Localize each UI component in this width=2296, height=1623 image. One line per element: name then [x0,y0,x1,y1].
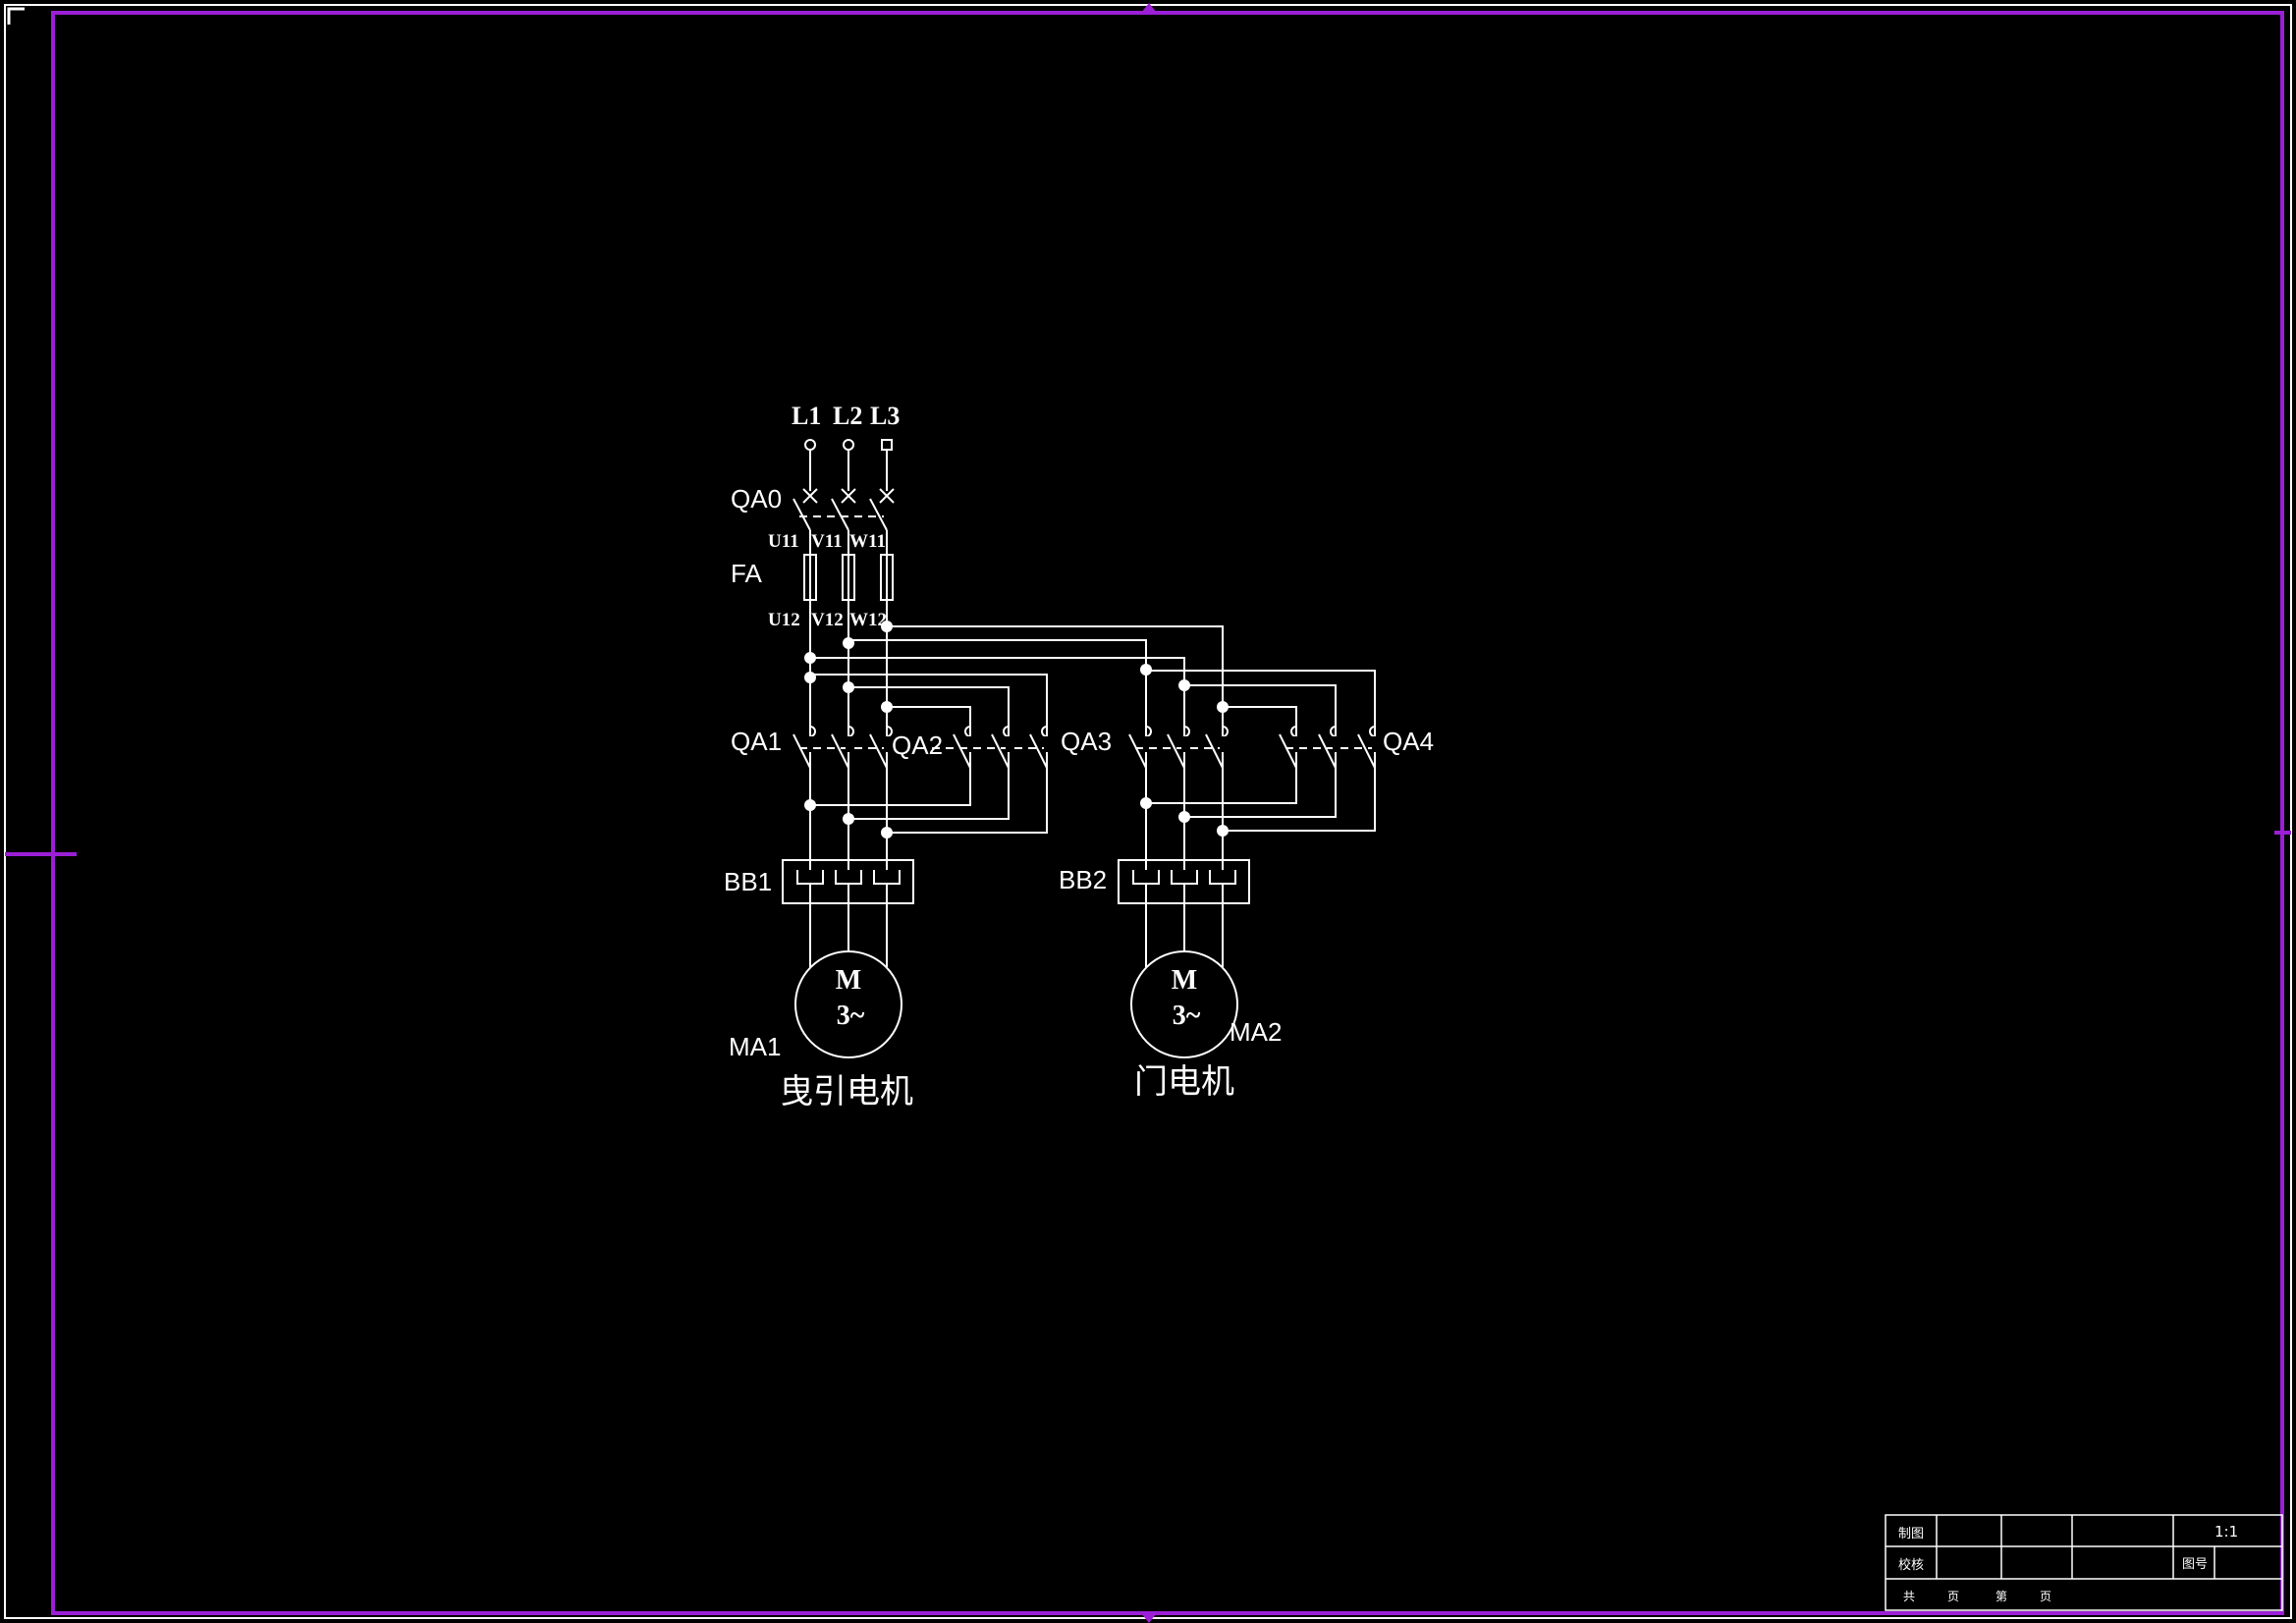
title-block [1885,1514,2283,1611]
main-breaker-qa0 [793,450,895,555]
terminal-label-l1: L1 [792,402,821,430]
title-block-drawn-by: 制图 [1898,1527,1924,1542]
title-block-drawing-no: 图号 [2182,1557,2208,1572]
terminal-w12: W12 [849,610,887,630]
label-ma1: MA1 [729,1032,781,1061]
terminal-label-l3: L3 [870,402,900,430]
caption-ma1: 曳引电机 [780,1073,913,1110]
terminal-u12: U12 [768,610,800,630]
label-bb2: BB2 [1059,865,1107,894]
label-qa2: QA2 [892,730,943,760]
overload-relay-bb2 [1118,859,1250,904]
caption-ma2: 门电机 [1134,1063,1234,1101]
title-block-index-unit: 页 [2040,1590,2051,1603]
fuse-fa [803,550,894,638]
motor-ma2-phase: 3~ [1173,1001,1201,1031]
title-block-index-prefix: 第 [1995,1590,2007,1603]
supply-terminals [804,439,893,451]
terminal-label-l2: L2 [833,402,862,430]
terminal-v12: V12 [811,610,844,630]
contact-gaps [807,736,1378,752]
label-ma2: MA2 [1230,1017,1282,1047]
label-bb1: BB1 [724,867,772,896]
title-block-total-prefix: 共 [1903,1590,1915,1603]
terminal-w11: W11 [849,531,886,552]
terminal-v11: V11 [811,531,843,552]
label-fa: FA [731,559,762,588]
sheet-border [4,3,2292,1623]
label-qa1: QA1 [731,727,782,756]
motor-ma1-phase: 3~ [837,1001,865,1031]
motor-ma2-symbol: M [1172,965,1197,996]
overload-relay-bb1 [782,859,914,904]
label-qa0: QA0 [731,484,782,514]
motor-ma1-symbol: M [836,965,861,996]
motor-leads [809,903,1224,967]
title-block-checked-by: 校核 [1898,1557,1924,1573]
motor-ma2 [1130,950,1238,1058]
junction-dots [804,621,1229,839]
label-qa4: QA4 [1383,727,1434,756]
label-qa3: QA3 [1061,727,1112,756]
title-block-scale: 1:1 [2214,1523,2238,1541]
terminal-u11: U11 [768,531,799,552]
title-block-total-unit: 页 [1947,1590,1959,1603]
motor-ma1 [794,950,902,1058]
